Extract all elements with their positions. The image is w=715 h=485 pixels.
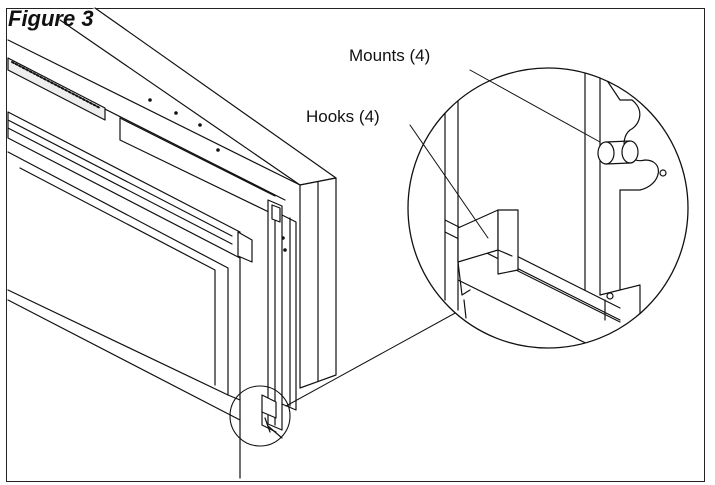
hooks-callout-label: Hooks (4) bbox=[306, 107, 380, 126]
magnified-detail bbox=[407, 67, 689, 349]
fireplace-unit bbox=[7, 7, 337, 479]
mounts-leader-line bbox=[469, 69, 601, 143]
detail-leader-line bbox=[285, 305, 469, 407]
detail-callout-circle bbox=[229, 385, 291, 447]
hooks-leader-line bbox=[409, 124, 489, 239]
mounts-callout-label: Mounts (4) bbox=[349, 46, 431, 65]
figure-title: Figure 3 bbox=[8, 6, 94, 31]
